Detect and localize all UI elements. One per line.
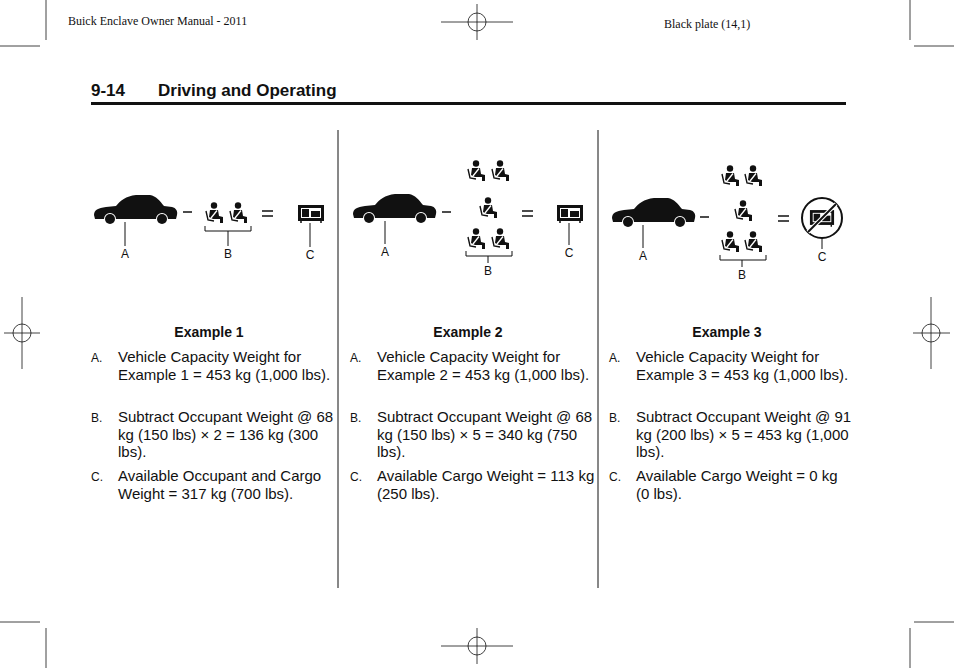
example-caption: Example 2 (433, 324, 502, 340)
list-marker: C. (350, 470, 362, 484)
part-letter: B (484, 264, 492, 278)
part-letter: C (565, 246, 574, 260)
running-header: Buick Enclave Owner Manual - 2011 (68, 14, 247, 29)
list-text: Vehicle Capacity Weight for Example 3 = … (636, 348, 854, 383)
list-text: Available Cargo Weight = 0 kg (0 lbs). (636, 467, 854, 502)
list-text: Vehicle Capacity Weight for Example 1 = … (118, 348, 336, 383)
part-letter: A (121, 247, 129, 261)
list-text: Available Cargo Weight = 113 kg (250 lbs… (377, 467, 595, 502)
part-letter: A (381, 245, 389, 259)
part-letter: C (306, 248, 315, 262)
part-letter: C (818, 250, 827, 264)
list-marker: A. (91, 351, 102, 365)
example-caption: Example 3 (692, 324, 761, 340)
example-caption: Example 1 (174, 324, 243, 340)
list-text: Subtract Occupant Weight @ 91 kg (200 lb… (636, 408, 854, 461)
part-letter: B (224, 247, 232, 261)
list-text: Available Occupant and Cargo Weight = 31… (118, 467, 336, 502)
list-marker: C. (609, 470, 621, 484)
list-marker: B. (609, 411, 620, 425)
part-letter: B (738, 268, 746, 282)
list-marker: B. (350, 411, 361, 425)
plate-note: Black plate (14,1) (664, 17, 750, 32)
section-title: Driving and Operating (158, 81, 337, 101)
list-text: Subtract Occupant Weight @ 68 kg (150 lb… (118, 408, 336, 461)
list-text: Subtract Occupant Weight @ 68 kg (150 lb… (377, 408, 595, 461)
list-marker: C. (91, 470, 103, 484)
list-marker: A. (350, 351, 361, 365)
page-number: 9-14 (91, 81, 125, 101)
list-marker: B. (91, 411, 102, 425)
list-marker: A. (609, 351, 620, 365)
list-text: Vehicle Capacity Weight for Example 2 = … (377, 348, 595, 383)
part-letter: A (639, 249, 647, 263)
